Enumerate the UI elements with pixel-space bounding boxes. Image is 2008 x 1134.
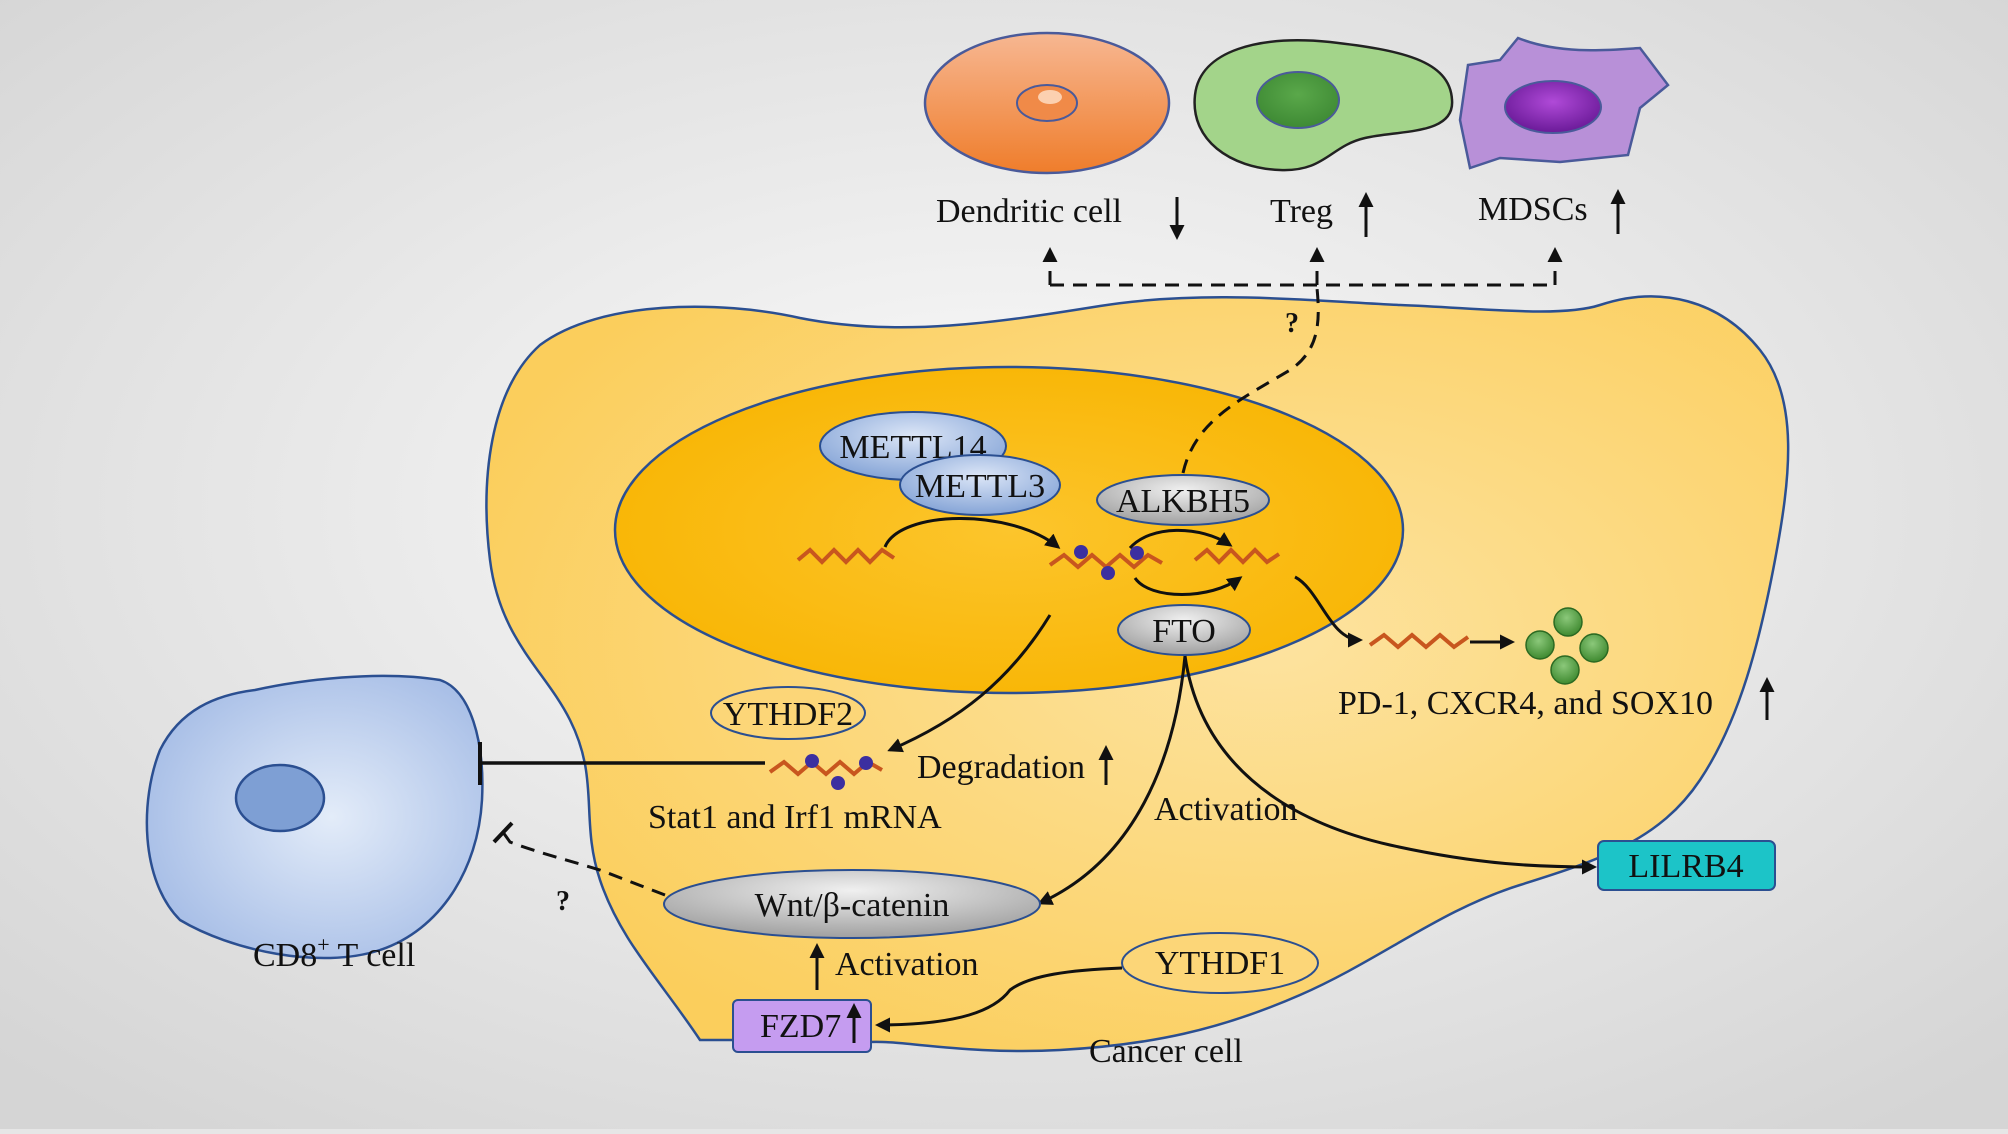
fto-oval <box>1117 604 1251 656</box>
dendritic-cell-label: Dendritic cell <box>936 193 1122 230</box>
wnt-label: Wnt/β-catenin <box>755 887 950 924</box>
wnt-oval <box>663 869 1041 939</box>
targets-label: PD-1, CXCR4, and SOX10 <box>1338 685 1713 722</box>
alkbh5-dashed-link <box>1181 287 1320 474</box>
cd8-t-cell <box>145 674 484 960</box>
fzd7-box <box>732 999 872 1053</box>
ythdf1-fzd7-arrow <box>875 966 1123 1033</box>
nucleus <box>613 365 1405 695</box>
mdsc-label: MDSCs <box>1478 191 1588 228</box>
cancer-cell-label: Cancer cell <box>1089 1033 1243 1070</box>
dendritic-cell <box>923 31 1171 175</box>
immune-dashed-connector <box>1042 247 1563 287</box>
ythdf1-oval <box>1121 932 1319 994</box>
fto-label: FTO <box>1152 613 1216 650</box>
question-mark-upper: ? <box>1285 308 1299 339</box>
m6a-dot <box>1130 546 1144 560</box>
m6a-dot <box>1074 545 1088 559</box>
treg-label: Treg <box>1270 193 1333 230</box>
question-mark-lower: ? <box>556 886 570 917</box>
wnt-tcell-dashed-bar <box>492 821 514 844</box>
m6a-dot <box>859 756 873 770</box>
lilrb4-label: LILRB4 <box>1628 848 1743 885</box>
export-arrow <box>1294 575 1363 648</box>
methylation-arrow <box>883 517 1061 549</box>
fto-demethylation-arrow <box>1133 576 1243 596</box>
wnt-tcell-dashed <box>498 827 666 897</box>
ythdf2-label: YTHDF2 <box>723 696 853 733</box>
ythdf2-arrow <box>887 614 1052 753</box>
mrna-cytoplasm <box>1368 632 1470 650</box>
fzd7-label: FZD7 <box>760 1008 841 1045</box>
fto-wnt-arrow <box>1037 655 1187 905</box>
m6a-dot <box>1101 566 1115 580</box>
mrna-unmodified <box>796 547 896 565</box>
protein-dot <box>1550 655 1580 685</box>
treg-cell <box>1193 39 1454 172</box>
m6a-dot <box>831 776 845 790</box>
mettl3-oval <box>899 454 1061 516</box>
protein-dot <box>1553 607 1583 637</box>
protein-dot <box>1525 630 1555 660</box>
ythdf1-label: YTHDF1 <box>1155 945 1285 982</box>
activation-fzd-label: Activation <box>835 946 979 983</box>
stat-irf-label: Stat1 and Irf1 mRNA <box>648 799 942 836</box>
activation-fto-label: Activation <box>1154 791 1298 828</box>
m6a-dot <box>805 754 819 768</box>
alkbh5-label: ALKBH5 <box>1116 483 1250 520</box>
degradation-label: Degradation <box>917 749 1085 786</box>
mrna-demethylated <box>1193 547 1281 565</box>
ythdf2-oval <box>710 686 866 740</box>
fto-lilrb4-arrow <box>1183 655 1597 875</box>
mettl3-label: METTL3 <box>915 468 1045 505</box>
alkbh5-demethylation-arrow <box>1128 528 1233 550</box>
alkbh5-oval <box>1096 474 1270 526</box>
mdsc-cell <box>1458 36 1670 170</box>
lilrb4-box <box>1597 840 1776 891</box>
protein-dot <box>1579 633 1609 663</box>
cd8-label: CD8+ T cell <box>253 932 415 974</box>
